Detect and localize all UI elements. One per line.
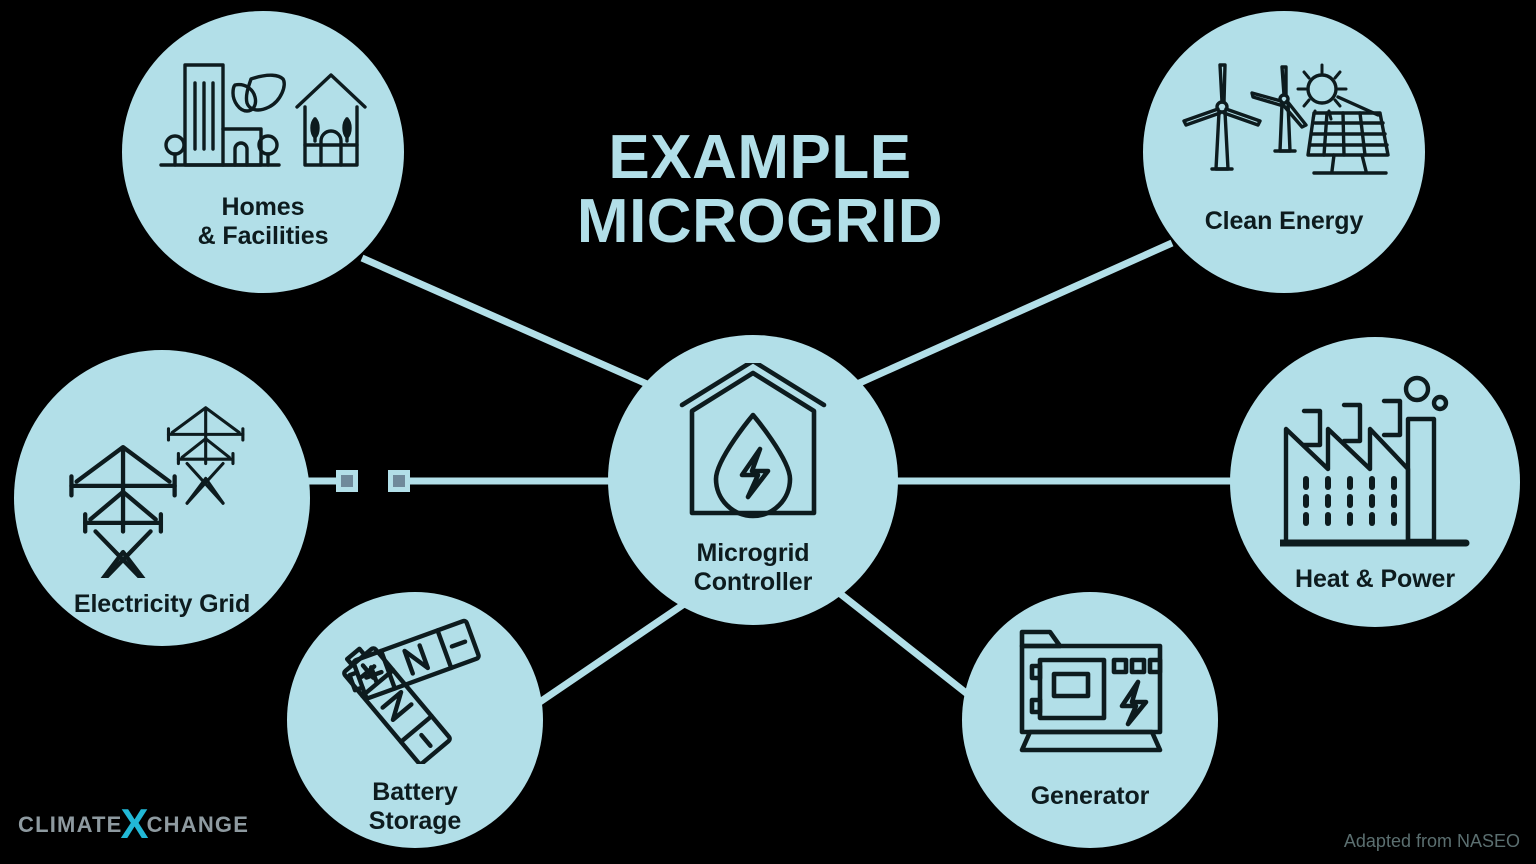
node-generator[interactable]: Generator [962, 592, 1218, 848]
edge-battery-to-controller [532, 597, 692, 709]
node-clean-energy[interactable]: Clean Energy [1143, 11, 1425, 293]
factory-chp-icon [1280, 373, 1470, 555]
node-electricity-grid[interactable]: Electricity Grid [14, 350, 310, 646]
city-house-leaf-icon [155, 53, 371, 181]
edge-homes-to-controller [360, 254, 667, 396]
node-label: Clean Energy [1204, 207, 1364, 235]
node-label: Microgrid Controller [693, 539, 813, 596]
batteries-icon [335, 614, 495, 764]
house-droplet-bolt-icon [678, 363, 828, 523]
node-label: Electricity Grid [73, 590, 251, 618]
attribution-text: Adapted from NASEO [1343, 831, 1520, 851]
edge-generator-to-controller [835, 589, 978, 703]
logo-x-icon: X [120, 800, 149, 847]
transmission-tower-icon [62, 398, 262, 578]
grid-disconnect-switch-right[interactable] [388, 470, 410, 492]
node-microgrid-controller[interactable]: Microgrid Controller [608, 335, 898, 625]
node-label: Generator [1030, 782, 1150, 810]
page-title: EXAMPLE MICROGRID [576, 123, 944, 256]
edge-clean-to-controller [853, 239, 1174, 389]
node-battery-storage[interactable]: Battery Storage [287, 592, 543, 848]
node-homes-and-facilities[interactable]: Homes & Facilities [122, 11, 404, 293]
switch-inner-square [341, 475, 353, 487]
climate-xchange-logo[interactable]: CLIMATE X CHANGE [18, 803, 250, 845]
node-heat-and-power[interactable]: Heat & Power [1230, 337, 1520, 627]
node-label: Homes & Facilities [197, 193, 329, 250]
generator-box-icon [1010, 626, 1170, 766]
logo-suffix: CHANGE [146, 812, 250, 837]
logo-prefix: CLIMATE [18, 812, 123, 837]
switch-inner-square [393, 475, 405, 487]
grid-disconnect-switch-left[interactable] [336, 470, 358, 492]
node-label: Battery Storage [368, 778, 462, 835]
node-label: Heat & Power [1295, 565, 1455, 593]
wind-solar-icon [1174, 63, 1394, 191]
